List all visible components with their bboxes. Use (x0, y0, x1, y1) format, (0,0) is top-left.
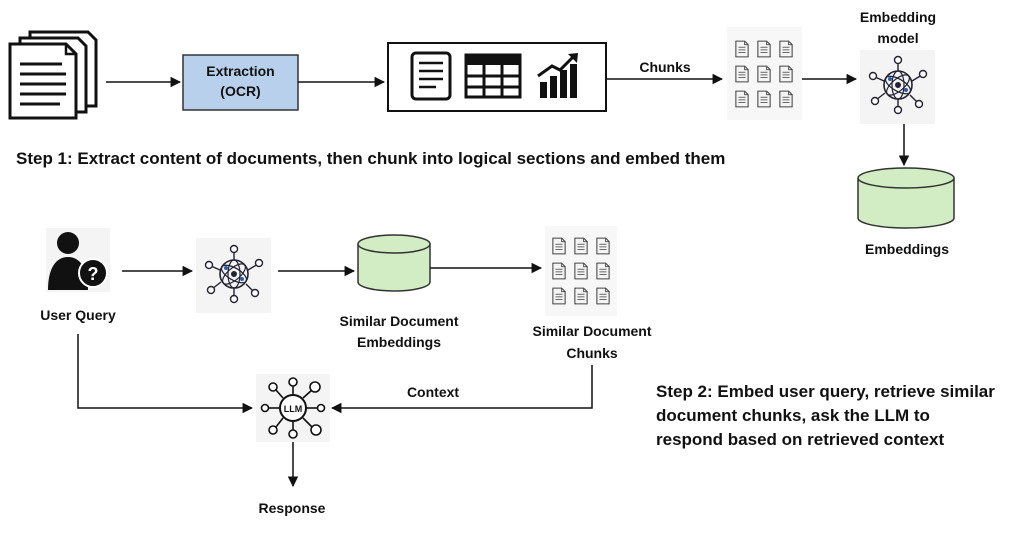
embedding-model-label-1: Embedding (860, 9, 936, 25)
arrow-query-to-llm (77, 334, 254, 414)
step2-caption-line3: respond based on retrieved context (656, 430, 944, 449)
bar-chart-icon (537, 53, 578, 98)
similar-chunks-label-2: Chunks (566, 345, 618, 361)
response-label: Response (259, 500, 326, 516)
svg-text:?: ? (88, 264, 99, 284)
chunks-grid-icon (736, 41, 792, 107)
extraction-label: Extraction (206, 63, 274, 79)
document-icon (410, 51, 452, 101)
llm-network-icon: LLM (256, 374, 330, 442)
llm-label: LLM (284, 404, 303, 414)
user-question-icon: ? (48, 232, 108, 290)
step2-caption-line2: document chunks, ask the LLM to (656, 406, 930, 425)
context-label: Context (407, 384, 459, 400)
embeddings-database-icon (857, 167, 955, 229)
arrow-chunks-to-llm (330, 365, 593, 414)
similar-embeddings-database-icon (357, 234, 431, 292)
documents-stack-icon (8, 30, 98, 120)
chunks-label: Chunks (639, 59, 691, 75)
step2-caption-line1: Step 2: Embed user query, retrieve simil… (656, 382, 995, 401)
table-icon (464, 53, 522, 99)
step1-caption: Step 1: Extract content of documents, th… (16, 149, 725, 168)
similar-chunks-label-1: Similar Document (532, 323, 651, 339)
extraction-box (182, 54, 299, 111)
similar-embeddings-label-2: Embeddings (357, 334, 441, 350)
embeddings-label: Embeddings (865, 241, 949, 257)
similar-embeddings-label-1: Similar Document (339, 313, 458, 329)
embedding-model-label-2: model (877, 30, 918, 46)
similar-chunks-grid-icon (553, 238, 609, 304)
ocr-label: (OCR) (220, 83, 260, 99)
user-query-label: User Query (40, 307, 116, 323)
